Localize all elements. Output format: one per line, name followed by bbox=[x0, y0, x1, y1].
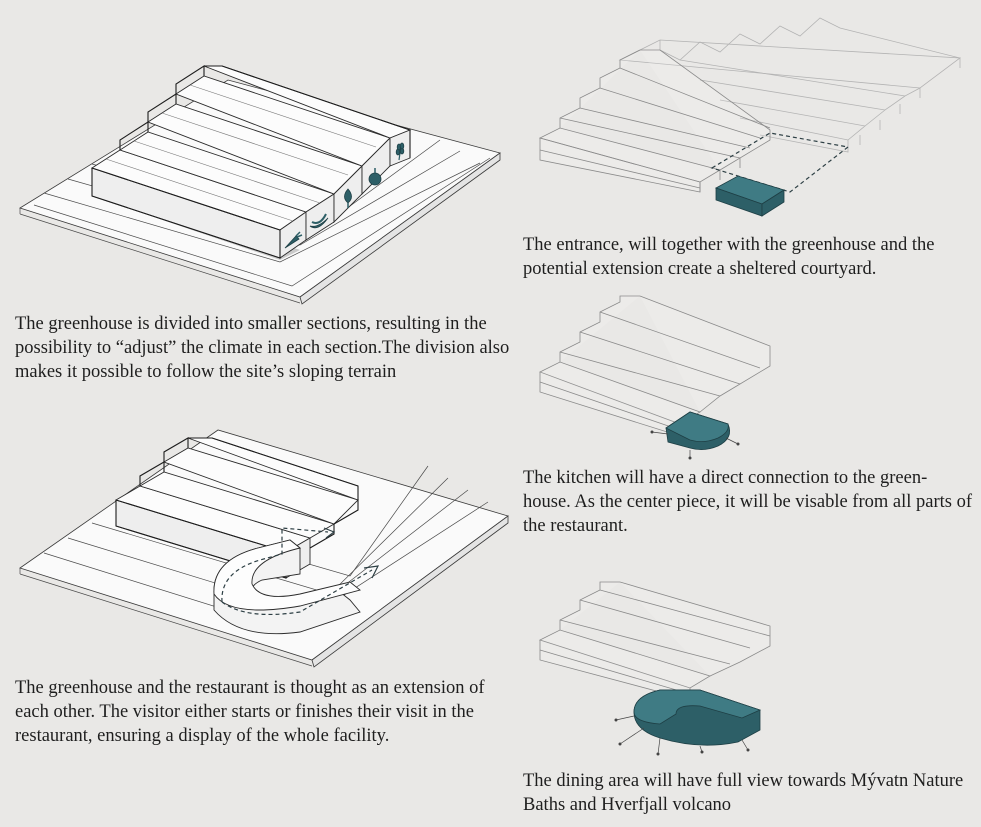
greenhouse-sections-caption: The greenhouse is divided into smaller s… bbox=[15, 314, 510, 382]
dining-area-caption: The dining area will have full view towa… bbox=[523, 771, 964, 815]
carrot-icon bbox=[284, 231, 303, 249]
view-pointer bbox=[615, 715, 635, 721]
entrance-caption: The entrance, will together with the gre… bbox=[523, 235, 935, 279]
dining-block bbox=[633, 689, 762, 746]
kitchen-caption: The kitchen will have a direct connectio… bbox=[523, 468, 973, 536]
potential-extension bbox=[618, 17, 962, 153]
entrance-block bbox=[715, 175, 785, 217]
greenhouse-wireframe bbox=[538, 581, 771, 701]
wheat-icon bbox=[395, 142, 405, 161]
view-pointer bbox=[651, 431, 669, 435]
view-pointer bbox=[725, 437, 739, 445]
visitor-path bbox=[221, 569, 373, 616]
view-pointer bbox=[741, 739, 749, 751]
artichoke-icon bbox=[344, 188, 352, 208]
onion-icon bbox=[368, 168, 382, 186]
view-pointer bbox=[619, 727, 645, 745]
visitor-path bbox=[221, 527, 329, 603]
greenhouse-wireframe bbox=[538, 295, 771, 437]
restaurant-extension-caption: The greenhouse and the restaurant is tho… bbox=[15, 678, 485, 746]
kitchen-block bbox=[665, 411, 731, 450]
banana-icon bbox=[309, 213, 329, 229]
greenhouse-wireframe bbox=[538, 49, 771, 193]
view-pointer bbox=[657, 737, 661, 755]
